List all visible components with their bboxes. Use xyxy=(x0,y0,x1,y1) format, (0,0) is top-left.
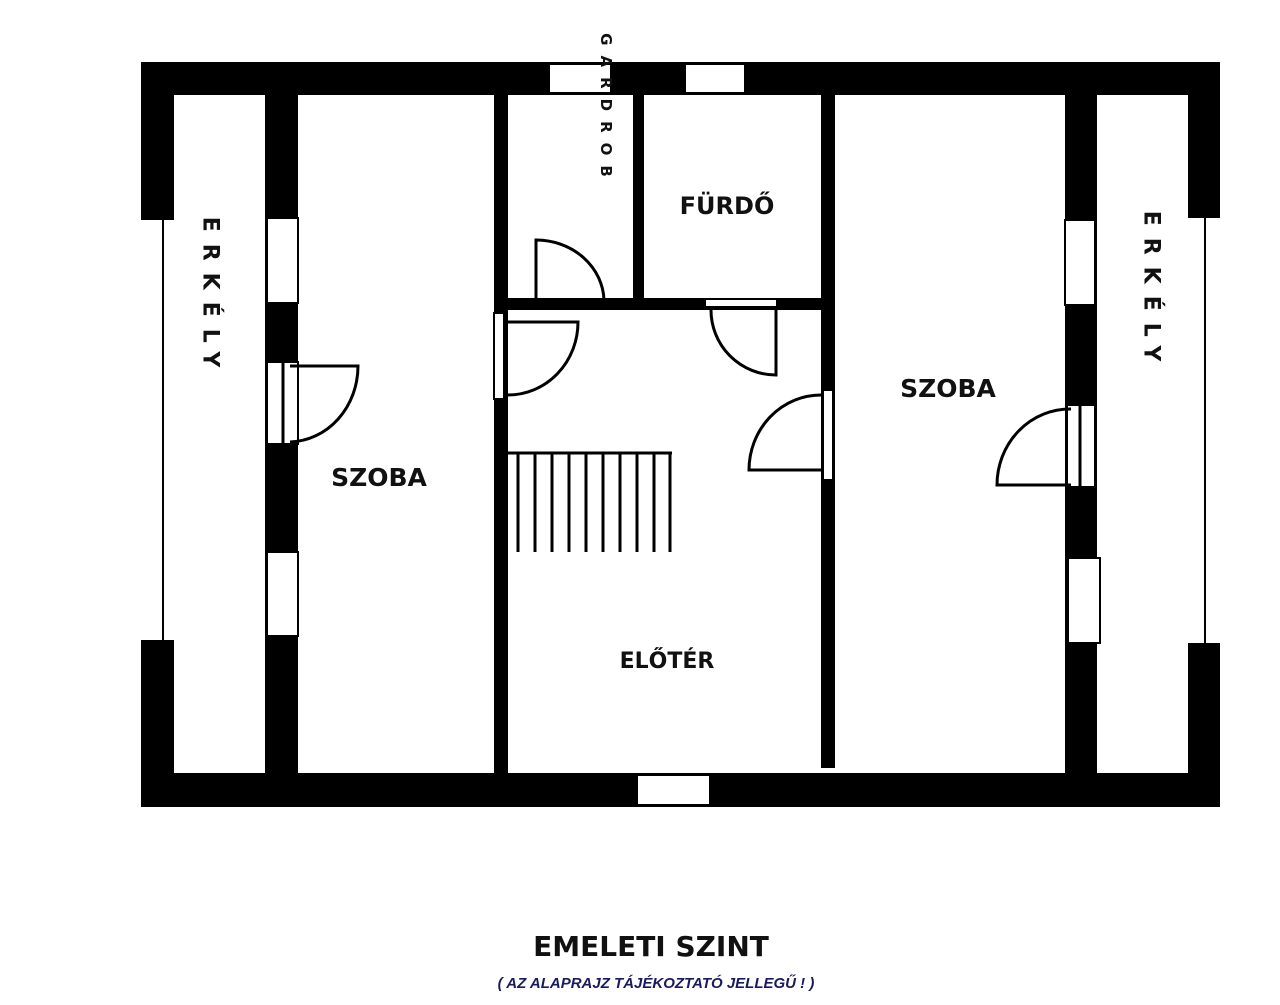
doors xyxy=(266,238,1096,488)
top-wall xyxy=(141,62,1220,95)
plan-disclaimer: ( AZ ALAPRAJZ TÁJÉKOZTATÓ JELLEGŰ ! ) xyxy=(498,974,815,992)
room-label-left-balcony: ERKÉLY xyxy=(198,217,224,380)
plan-title: EMELETI SZINT xyxy=(533,930,769,963)
door-swing xyxy=(507,320,580,397)
door-opening xyxy=(704,298,778,308)
window xyxy=(266,217,299,304)
window xyxy=(548,63,612,94)
door-swing xyxy=(709,309,778,377)
room-label-bathroom: FÜRDŐ xyxy=(680,190,775,220)
door-opening xyxy=(493,312,505,400)
door-swing xyxy=(534,238,606,301)
room-label-hall: ELŐTÉR xyxy=(620,648,715,674)
hall-left-wall xyxy=(494,95,508,773)
windows xyxy=(266,63,1101,806)
right-outer-wall-bottom xyxy=(1188,643,1220,807)
room-label-right-room: SZOBA xyxy=(900,374,996,403)
door-swing xyxy=(289,364,360,444)
room-label-wardrobe: GARDROB xyxy=(597,33,615,187)
window xyxy=(266,551,299,637)
door-swing xyxy=(747,393,822,472)
staircase xyxy=(508,451,672,552)
window xyxy=(684,63,746,94)
walls xyxy=(141,62,1220,807)
wardrobe-bath-wall xyxy=(633,95,644,303)
door-opening xyxy=(822,389,834,481)
left-outer-wall-bottom xyxy=(141,640,174,807)
left-balcony-railing xyxy=(162,220,164,640)
window xyxy=(1064,219,1096,306)
hall-top-wall xyxy=(494,298,835,310)
right-balcony-railing xyxy=(1204,218,1206,643)
door-swing xyxy=(995,407,1072,487)
room-label-right-balcony: ERKÉLY xyxy=(1139,211,1165,374)
room-label-left-room: SZOBA xyxy=(331,463,427,492)
window xyxy=(636,774,711,806)
left-outer-wall-top xyxy=(141,62,174,220)
window xyxy=(1067,557,1101,644)
right-outer-wall-top xyxy=(1188,62,1220,218)
